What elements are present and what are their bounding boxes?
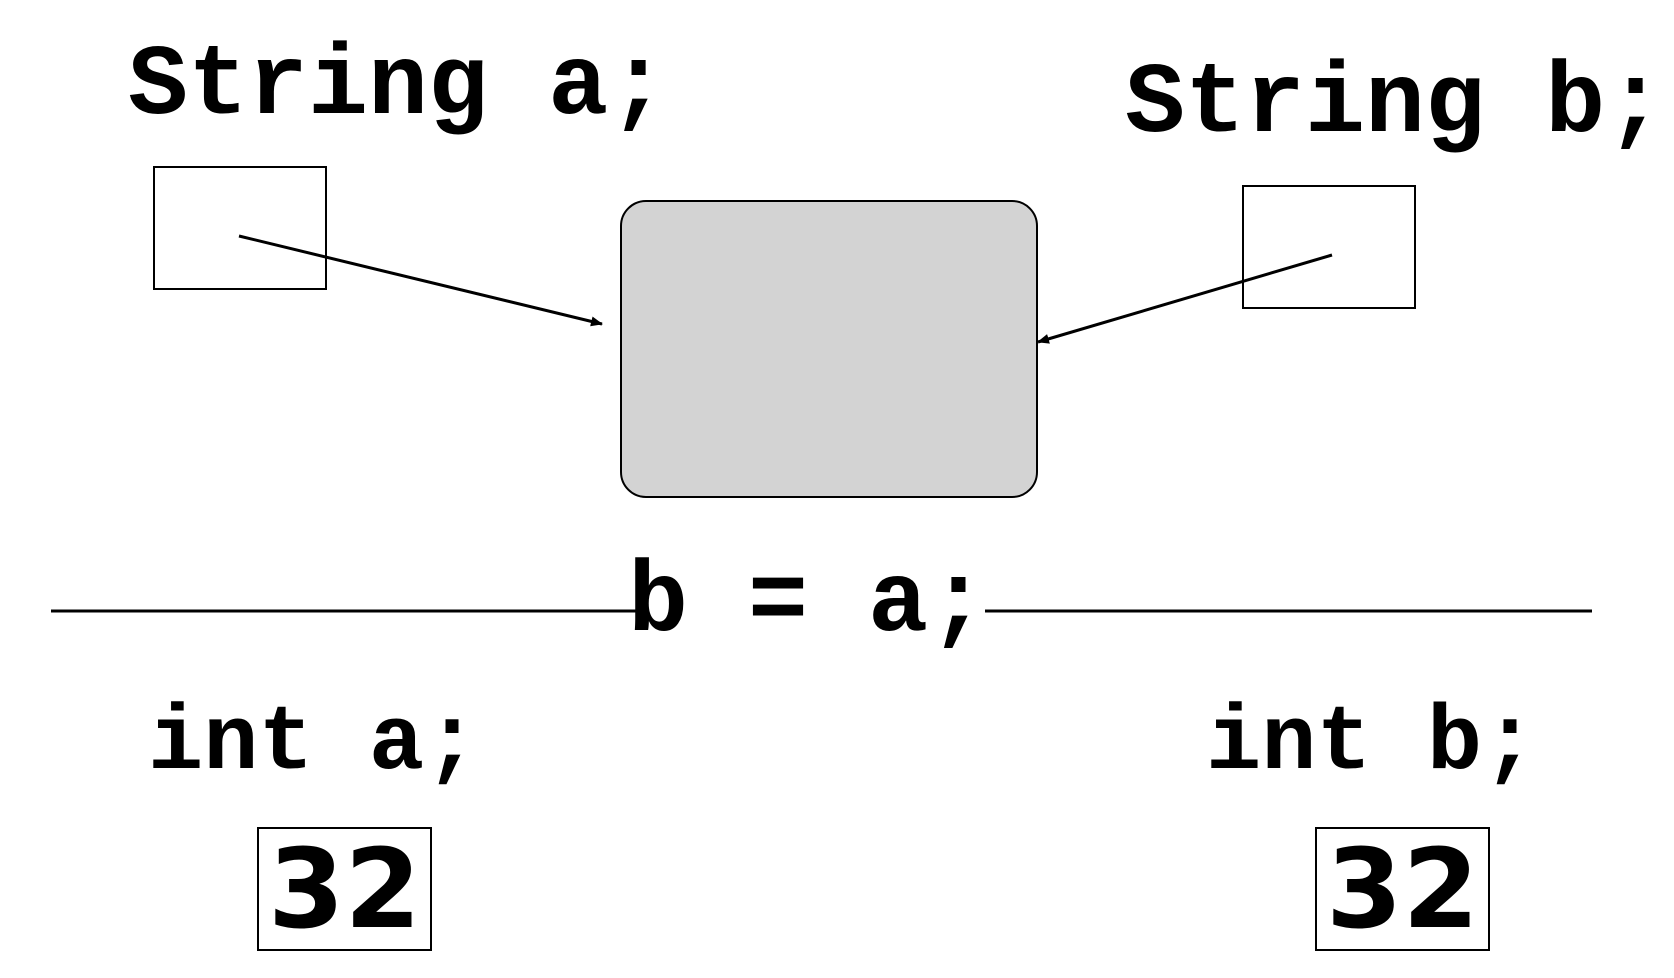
string-b-declaration: String b;	[1125, 49, 1666, 162]
int-a-declaration: int a;	[148, 691, 480, 796]
int-a-value: 32	[267, 825, 422, 953]
arrow-a-to-object	[238, 234, 603, 327]
int-a-value-box: 32	[257, 825, 432, 953]
string-a-declaration: String a;	[128, 31, 669, 144]
int-b-value-box: 32	[1315, 825, 1490, 953]
string-b-reference-box	[1242, 185, 1416, 309]
int-b-value: 32	[1325, 825, 1480, 953]
string-object	[620, 200, 1038, 498]
int-b-declaration: int b;	[1206, 691, 1538, 796]
string-a-reference-box	[153, 166, 327, 290]
arrow-b-to-object	[1037, 253, 1333, 344]
assignment-statement: b = a;	[628, 548, 989, 661]
